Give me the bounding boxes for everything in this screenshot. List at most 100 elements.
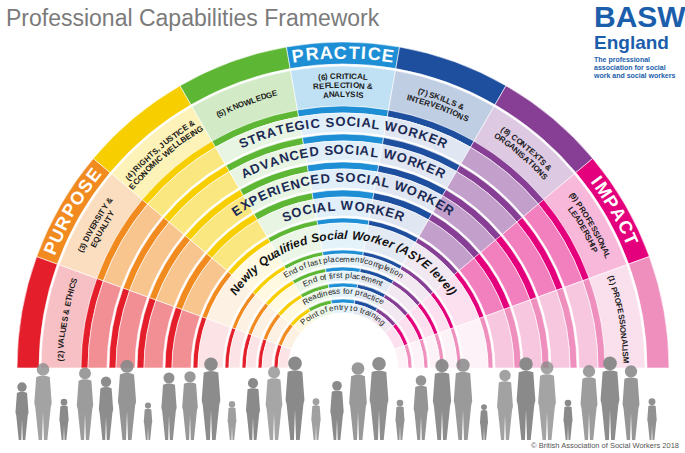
glyph: m [343, 254, 350, 264]
person-figure [647, 398, 656, 440]
glyph: ( [56, 358, 66, 361]
glyph [252, 259, 264, 273]
glyph: l [382, 263, 388, 273]
glyph: J [158, 140, 168, 151]
glyph: o [362, 230, 372, 246]
band-segment [325, 267, 360, 272]
glyph: a [363, 307, 371, 318]
glyph: U [161, 137, 172, 148]
band-segment [298, 106, 389, 117]
glyph: n [322, 289, 329, 300]
glyph: 6 [321, 73, 326, 83]
domain-sector: (4) RIGHTS, JUSTICE & ECONOMIC WELLBEING [41, 66, 645, 368]
glyph: I [304, 117, 311, 134]
glyph [320, 115, 326, 132]
glyph: A [359, 143, 371, 160]
glyph: A [322, 90, 328, 100]
person-body [144, 409, 152, 440]
band-segment [495, 86, 593, 173]
band-shape [17, 42, 669, 369]
glyph: L [619, 344, 629, 350]
person-body [414, 386, 429, 440]
band-segment [403, 242, 454, 290]
glyph: W [383, 118, 399, 137]
person-head [37, 363, 50, 376]
glyph: E [432, 196, 449, 215]
glyph: I [274, 181, 284, 198]
glyph: ( [394, 240, 404, 255]
domain-sector: (7) SKILLS & INTERVENTIONS [41, 66, 645, 368]
glyph: ) [128, 169, 137, 178]
level-label: Readiness for practice [301, 287, 386, 307]
person-figure [228, 401, 237, 440]
glyph: t [338, 303, 341, 313]
page-title: Professional Capabilities Framework [6, 5, 379, 32]
band-segment [258, 339, 267, 368]
band-segment [313, 197, 372, 218]
glyph [316, 308, 322, 318]
band-segment [450, 328, 461, 368]
glyph: t [318, 257, 323, 267]
glyph: E [585, 219, 596, 229]
glyph [507, 131, 515, 140]
glyph: T [345, 81, 350, 91]
band-segment [393, 324, 408, 346]
band-segment [459, 258, 503, 316]
domain-label: (2) VALUES & ETHICS [56, 276, 80, 365]
band-segment [81, 278, 103, 368]
glyph: P [38, 238, 64, 259]
glyph: A [397, 242, 412, 259]
glyph: F [613, 303, 624, 310]
glyph: i [331, 272, 334, 282]
band-segment [504, 307, 521, 368]
level-band: SOCIAL WORKER [165, 190, 521, 368]
band-segment [103, 204, 162, 287]
glyph: m [371, 259, 381, 271]
person-body [286, 370, 305, 440]
band-segment [252, 306, 277, 339]
band-segment [172, 310, 200, 368]
glyph: M [148, 159, 160, 171]
band-segment [41, 265, 97, 368]
band-segment [395, 269, 431, 302]
glyph: ) [570, 196, 580, 204]
person-head [204, 358, 217, 371]
glyph: R [264, 183, 280, 202]
person-figure [517, 357, 536, 440]
band-segment [226, 138, 304, 172]
level-band: Point of entry to training [274, 299, 412, 368]
glyph: S [539, 171, 550, 182]
glyph: n [309, 310, 318, 321]
glyph [387, 176, 396, 193]
band-segment [360, 269, 394, 284]
glyph: T [525, 158, 535, 169]
band-segment [278, 324, 293, 346]
band-segment [454, 272, 484, 319]
glyph: X [237, 196, 254, 215]
glyph: L [326, 198, 336, 215]
glyph: W [381, 146, 397, 165]
glyph: E [383, 204, 397, 222]
glyph: w [237, 269, 255, 286]
person-body [202, 371, 221, 440]
glyph: m [364, 274, 373, 286]
band-segment [192, 71, 298, 142]
glyph: W [161, 147, 173, 160]
glyph: T [97, 207, 108, 217]
band-segment [229, 329, 246, 368]
glyph: L [445, 96, 453, 107]
glyph: r [386, 237, 396, 253]
level-band: Readiness for practice [258, 283, 428, 368]
band-segment [123, 218, 169, 291]
level-band: End of first placement [242, 267, 444, 368]
glyph: e [339, 254, 344, 264]
glyph: g [377, 317, 387, 328]
person-head [519, 357, 533, 371]
glyph: C [287, 147, 301, 165]
band-segment [164, 165, 230, 222]
glyph: e [438, 278, 454, 293]
glyph: C [309, 115, 321, 132]
glyph: u [263, 249, 278, 266]
person-figure [15, 382, 28, 440]
